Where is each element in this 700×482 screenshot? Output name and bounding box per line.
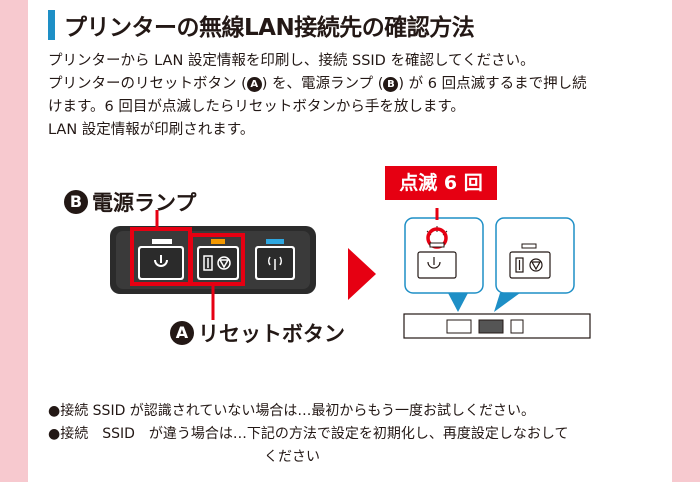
note-2-continued: ください <box>264 449 320 465</box>
intro-line-2: プリンターのリセットボタン (A) を、電源ランプ (B) が 6 回点滅するま… <box>48 76 587 92</box>
note-1: ●接続 SSID が認識されていない場合は…最初からもう一度お試しください。 <box>48 403 535 419</box>
intro-line-1: プリンターから LAN 設定情報を印刷し、接続 SSID を確認してください。 <box>48 53 535 69</box>
wireless-lamp <box>266 239 284 244</box>
reset-button-label: A リセットボタン <box>170 318 345 348</box>
notes: ●接続 SSID が認識されていない場合は…最初からもう一度お試しください。 ●… <box>48 400 668 469</box>
marker-b: B <box>64 190 88 214</box>
callout-pointer-1 <box>448 293 468 312</box>
wireless-icon <box>268 256 282 270</box>
reset-icon-zoom <box>515 257 543 273</box>
error-lamp <box>211 239 225 244</box>
marker-b-inline: B <box>383 77 399 92</box>
reset-highlight <box>189 233 245 286</box>
right-arrow-icon <box>348 248 376 300</box>
reset-icon <box>203 255 231 271</box>
power-lamp-label: B 電源ランプ <box>64 187 196 217</box>
power-lamp <box>152 239 172 244</box>
intro-line-3: けます。6 回目が点滅したらリセットボタンから手を放します。 <box>48 99 465 115</box>
intro-line-4: LAN 設定情報が印刷されます。 <box>48 122 255 138</box>
power-icon <box>154 255 168 267</box>
power-icon-zoom <box>427 261 441 269</box>
intro-text: プリンターから LAN 設定情報を印刷し、接続 SSID を確認してください。 … <box>48 50 660 142</box>
note-2: ●接続 SSID が違う場合は…下記の方法で設定を初期化し、再度設定しなおして <box>48 426 569 442</box>
callout-pointer-2 <box>494 293 520 312</box>
blink-count-badge: 点滅 6 回 <box>385 166 497 200</box>
title-accent-bar <box>48 10 55 40</box>
page-title: プリンターの無線LAN接続先の確認方法 <box>64 15 475 41</box>
marker-a-inline: A <box>246 77 262 92</box>
marker-a: A <box>170 321 194 345</box>
